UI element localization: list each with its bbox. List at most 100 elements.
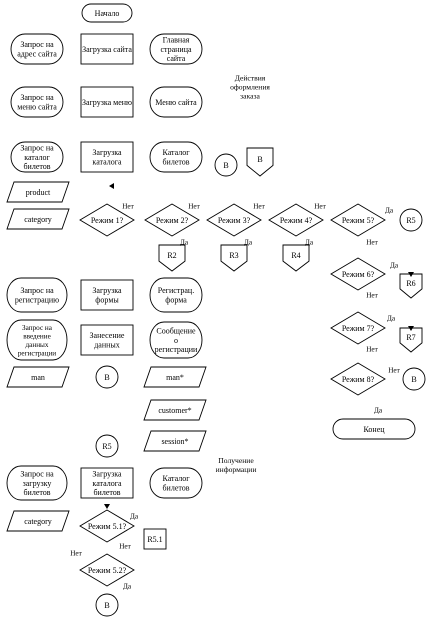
- no-left-label: Нет: [70, 550, 82, 558]
- process-shape: [80, 324, 134, 356]
- mode-7: Режим 7?: [330, 311, 386, 345]
- yes-mode-5-1-label: Да: [130, 513, 139, 521]
- offpage-shape: [220, 244, 248, 272]
- req-site-menu-text-0: Запрос на: [20, 93, 54, 102]
- home-page-text-0: Главная: [163, 35, 190, 44]
- terminator-shape: [10, 141, 64, 173]
- enter-data-text-1: данных: [94, 341, 120, 350]
- connector-b-mid-text-0: В: [104, 373, 109, 382]
- info-retrieval-text-0: Получение: [218, 456, 254, 465]
- mode-8: Режим 8?: [330, 362, 386, 396]
- offpage-r6: R6: [399, 273, 423, 299]
- mode-5-1: Режим 5.1?: [79, 509, 135, 543]
- arrow-left-marker: [109, 183, 114, 189]
- mode-6-text-0: Режим 6?: [342, 270, 375, 279]
- no-mode-5-label: Нет: [366, 239, 378, 247]
- connector-b-right: В: [402, 367, 426, 391]
- yes-mode-5-1-text-0: Да: [130, 513, 139, 521]
- decision-shape: [79, 509, 135, 543]
- data-shape: [6, 208, 70, 230]
- process-shape: [143, 528, 167, 550]
- home-page-text-2: сайта: [167, 54, 186, 63]
- load-menu: Загрузка меню: [80, 86, 134, 118]
- registration-message-text-0: Сообщение: [156, 326, 196, 335]
- offpage-r2: R2: [158, 244, 186, 272]
- yes-mode-5-label: Да: [385, 207, 394, 215]
- offpage-r4: R4: [282, 244, 310, 272]
- data-category-2: category: [6, 510, 70, 532]
- connector-b-1-text-0: В: [223, 161, 228, 170]
- decision-shape: [330, 362, 386, 396]
- no-mode-6-text-0: Нет: [366, 292, 378, 300]
- yes-mode-8-text-0: Да: [374, 407, 383, 415]
- data-category-text-0: category: [24, 215, 52, 224]
- no-mode-2-label: Нет: [188, 203, 200, 211]
- req-data-entry-text-3: регистрации: [18, 349, 56, 357]
- mode-3-text-0: Режим 3?: [218, 216, 251, 225]
- req-registration-text-1: регистрацию: [15, 296, 59, 305]
- offpage-r7-text-0: R7: [406, 333, 415, 342]
- registration-message-text-2: регистрации: [155, 345, 198, 354]
- connector-r5-bottom-text-0: R5: [102, 442, 111, 451]
- req-ticket-load-text-0: Запрос на: [20, 469, 54, 478]
- req-registration-text-0: Запрос на: [20, 286, 54, 295]
- ticket-catalog-text-0: Каталог: [162, 148, 190, 157]
- mode-5-2-text-0: Режим 5.2?: [88, 566, 127, 575]
- mode-6: Режим 6?: [330, 257, 386, 291]
- data-shape: [143, 430, 207, 452]
- no-mode-4-text-0: Нет: [314, 203, 326, 211]
- site-menu: Меню сайта: [149, 86, 203, 118]
- terminator-shape: [10, 86, 64, 118]
- arrow-down-marker-r7: [408, 326, 414, 331]
- terminator-shape: [149, 33, 203, 65]
- arrow-down-marker-r6: [408, 272, 414, 277]
- decision-shape: [330, 257, 386, 291]
- offpage-shape: [282, 244, 310, 272]
- data-category-2-text-0: category: [24, 517, 52, 526]
- process-r5-1-text-0: R5.1: [147, 535, 162, 544]
- mode-2-text-0: Режим 2?: [156, 216, 189, 225]
- ticket-catalog-text-1: билетов: [162, 158, 189, 167]
- process-shape: [80, 86, 134, 118]
- yes-mode-5-2-text-0: Да: [123, 583, 132, 591]
- data-man-text-0: man: [31, 373, 45, 382]
- offpage-r4-text-0: R4: [291, 251, 300, 260]
- data-shape: [143, 399, 207, 421]
- mode-2: Режим 2?: [144, 203, 200, 237]
- no-mode-2-text-0: Нет: [188, 203, 200, 211]
- yes-mode-3-label: Да: [244, 239, 253, 247]
- connector-r5-bottom: R5: [95, 434, 119, 458]
- terminator-shape: [332, 418, 416, 440]
- mode-5-text-0: Режим 5?: [342, 216, 375, 225]
- registration-form-text-0: Регистрац.: [158, 286, 194, 295]
- data-man: man: [6, 366, 70, 388]
- yes-mode-4-text-0: Да: [305, 239, 314, 247]
- connector-shape: [214, 153, 238, 177]
- mode-5: Режим 5?: [330, 203, 386, 237]
- yes-mode-4-label: Да: [305, 239, 314, 247]
- terminator-shape: [6, 465, 68, 501]
- data-category: category: [6, 208, 70, 230]
- decision-shape: [330, 203, 386, 237]
- load-ticket-catalog-text-0: Загрузка: [92, 469, 122, 478]
- no-mode-7-label: Нет: [366, 346, 378, 354]
- yes-mode-7-text-0: Да: [387, 315, 396, 323]
- connector-shape: [402, 367, 426, 391]
- data-customer-star: customer*: [143, 399, 207, 421]
- load-ticket-catalog-text-2: билетов: [93, 488, 120, 497]
- connector-b-bottom-text-0: В: [104, 601, 109, 610]
- data-shape: [6, 181, 70, 203]
- decision-shape: [144, 203, 200, 237]
- req-site-address-text-0: Запрос на: [20, 40, 54, 49]
- end: Конец: [332, 418, 416, 440]
- offpage-shape: [399, 273, 423, 299]
- offpage-shape: [246, 147, 274, 177]
- terminator-shape: [6, 277, 68, 313]
